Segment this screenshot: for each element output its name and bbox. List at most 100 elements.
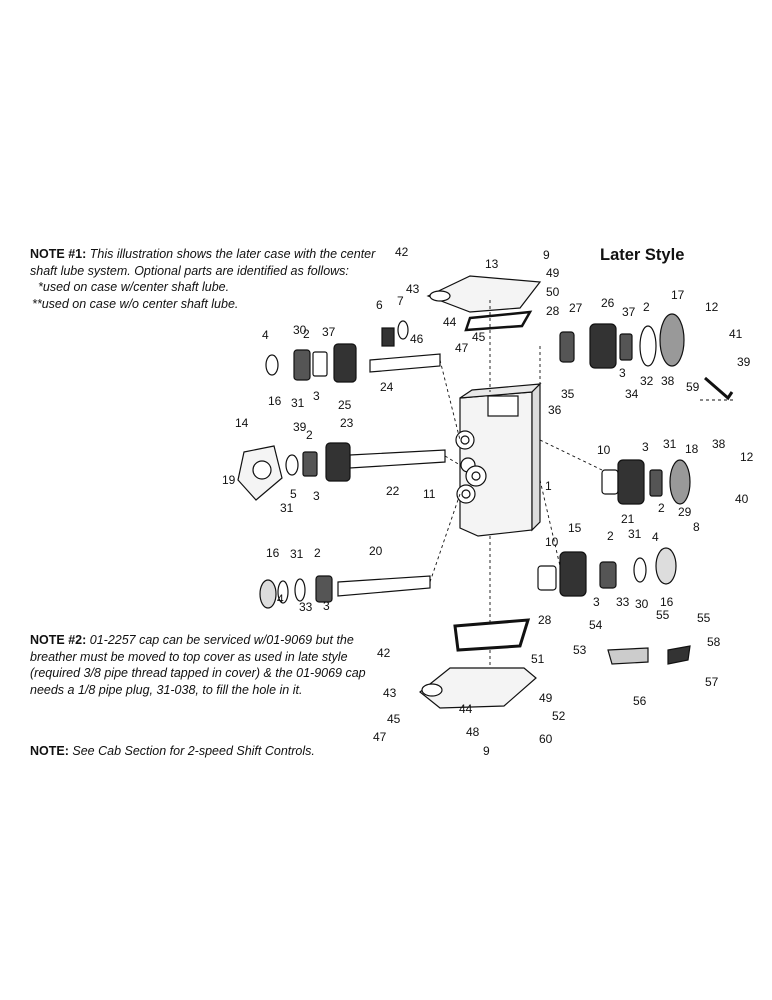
part-callout-18: 18 [685,442,699,456]
part-callout-50: 50 [546,285,560,299]
part-callout-19: 19 [222,473,236,487]
part-callout-48: 48 [466,725,480,739]
part-callout-2: 2 [314,546,321,560]
part-callout-20: 20 [369,544,383,558]
part-callout-28: 28 [538,613,552,627]
part-callout-12: 12 [740,450,754,464]
part-callout-27: 27 [569,301,583,315]
part-callout-49: 49 [539,691,553,705]
middle-right-assembly [601,459,691,505]
part-callout-4: 4 [262,328,269,342]
upper-right-assembly [559,313,734,401]
part-callout-35: 35 [561,387,575,401]
part-callout-31: 31 [628,527,642,541]
part-callout-31: 31 [290,547,304,561]
part-callout-43: 43 [406,282,420,296]
part-callout-22: 22 [386,484,400,498]
part-callout-54: 54 [589,618,603,632]
part-callout-16: 16 [660,595,674,609]
part-callout-33: 33 [299,600,313,614]
part-callout-42: 42 [377,646,391,660]
part-callout-3: 3 [642,440,649,454]
part-callout-1: 1 [545,479,552,493]
part-callout-16: 16 [268,394,282,408]
part-callout-58: 58 [707,635,721,649]
part-callout-2: 2 [643,300,650,314]
part-callout-45: 45 [387,712,401,726]
part-callout-45: 45 [472,330,486,344]
transmission-case [455,382,542,537]
part-callout-15: 15 [568,521,582,535]
note-2: NOTE #2: 01-2257 cap can be serviced w/0… [30,632,375,698]
part-callout-38: 38 [661,374,675,388]
assembly-lines [429,300,735,668]
part-callout-30: 30 [293,323,307,337]
part-callout-46: 46 [410,332,424,346]
part-callout-9: 9 [543,248,550,262]
part-callout-56: 56 [633,694,647,708]
part-callout-21: 21 [621,512,635,526]
part-callout-23: 23 [340,416,354,430]
part-callout-36: 36 [548,403,562,417]
part-callout-3: 3 [619,366,626,380]
part-callout-34: 34 [625,387,639,401]
part-callout-28: 28 [546,304,560,318]
bracket-53 [607,645,691,665]
part-callout-51: 51 [531,652,545,666]
part-callout-32: 32 [640,374,654,388]
note-3: NOTE: See Cab Section for 2-speed Shift … [30,743,360,760]
part-callout-4: 4 [652,530,659,544]
part-callout-59: 59 [686,380,700,394]
note-3-text: See Cab Section for 2-speed Shift Contro… [72,744,315,758]
note-1-label: NOTE #1: [30,247,87,261]
part-callout-2: 2 [658,501,665,515]
part-callout-40: 40 [735,492,749,506]
part-callout-42: 42 [395,245,409,259]
part-callout-55: 55 [656,608,670,622]
part-callout-2: 2 [306,428,313,442]
part-callout-25: 25 [338,398,352,412]
shaft-20-assembly [259,575,431,609]
part-callout-39: 39 [737,355,751,369]
part-callout-2: 2 [607,529,614,543]
part-callout-52: 52 [552,709,566,723]
part-callout-53: 53 [573,643,587,657]
top-cover [426,275,542,332]
part-callout-41: 41 [729,327,743,341]
part-callout-16: 16 [266,546,280,560]
part-callout-43: 43 [383,686,397,700]
part-callout-30: 30 [635,597,649,611]
part-callout-9: 9 [483,744,490,758]
part-callout-47: 47 [373,730,387,744]
note-2-text: 01-2257 cap can be serviced w/01-9069 bu… [30,633,366,697]
note-1-text: This illustration shows the later case w… [30,247,376,278]
part-callout-3: 3 [313,489,320,503]
part-callout-4: 4 [277,592,284,606]
part-callout-10: 10 [597,443,611,457]
part-callout-12: 12 [705,300,719,314]
shaft-22-assembly [237,442,446,501]
part-callout-38: 38 [712,437,726,451]
part-callout-2: 2 [303,327,310,341]
part-callout-29: 29 [678,505,692,519]
part-callout-55: 55 [697,611,711,625]
part-callout-57: 57 [705,675,719,689]
part-callout-10: 10 [545,535,559,549]
part-callout-14: 14 [235,416,249,430]
part-callout-7: 7 [397,294,404,308]
part-callout-31: 31 [663,437,677,451]
part-callout-31: 31 [280,501,294,515]
part-callout-37: 37 [322,325,336,339]
part-callout-39: 39 [293,420,307,434]
note-1: NOTE #1: This illustration shows the lat… [30,246,380,312]
part-callout-33: 33 [616,595,630,609]
diagram-title: Later Style [600,246,685,264]
part-callout-49: 49 [546,266,560,280]
part-callout-60: 60 [539,732,553,746]
note-3-label: NOTE: [30,744,69,758]
part-callout-37: 37 [622,305,636,319]
part-callout-6: 6 [376,298,383,312]
part-callout-44: 44 [443,315,457,329]
part-callout-31: 31 [291,396,305,410]
part-callout-3: 3 [313,389,320,403]
